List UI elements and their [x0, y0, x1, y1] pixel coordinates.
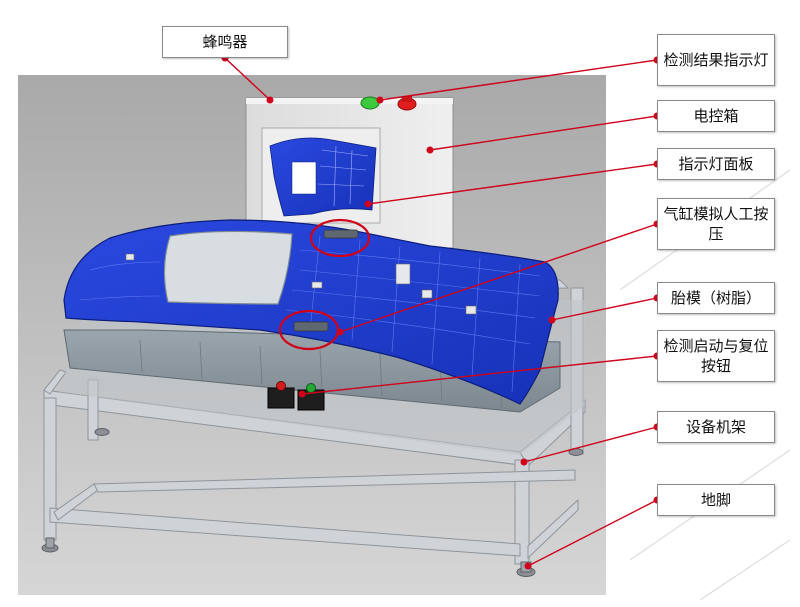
cylinder-highlight-top [309, 218, 371, 258]
label-foot-text: 地脚 [700, 491, 731, 509]
leader-foot [527, 499, 658, 567]
label-start-reset-text: 检测启动与复位按钮 [663, 337, 769, 375]
green-light [360, 96, 380, 110]
label-foot: 地脚 [657, 484, 775, 516]
start-reset-buttons [267, 381, 325, 411]
cylinders [293, 229, 359, 332]
leader-indicator-panel [367, 163, 658, 205]
label-frame-text: 设备机架 [685, 418, 746, 436]
label-buzzer-text: 蜂鸣器 [202, 33, 248, 51]
leader-mold [551, 297, 658, 321]
leader-buzzer [224, 57, 271, 101]
label-mold: 胎模（树脂） [657, 282, 775, 314]
leader-lines [224, 57, 658, 567]
control-box [245, 96, 454, 249]
leader-cylinder [339, 223, 658, 333]
label-start-reset: 检测启动与复位按钮 [657, 330, 775, 382]
label-cylinder-text: 气缸模拟人工按压 [663, 205, 769, 243]
label-mold-text: 胎模（树脂） [670, 289, 761, 307]
label-indicator-light: 检测结果指示灯 [657, 34, 775, 86]
leader-start-reset [301, 355, 658, 395]
label-control-box-text: 电控箱 [693, 107, 739, 125]
label-indicator-panel-text: 指示灯面板 [678, 155, 754, 173]
label-frame: 设备机架 [657, 411, 775, 443]
label-cylinder: 气缸模拟人工按压 [657, 198, 775, 250]
leader-indicator-light [379, 59, 658, 101]
leader-control-box [429, 115, 658, 151]
indicator-panel-part [269, 137, 377, 217]
label-buzzer: 蜂鸣器 [162, 26, 288, 58]
label-control-box: 电控箱 [657, 100, 775, 132]
leader-frame [523, 426, 658, 463]
label-indicator-panel: 指示灯面板 [657, 148, 775, 180]
label-indicator-light-text: 检测结果指示灯 [663, 51, 769, 69]
